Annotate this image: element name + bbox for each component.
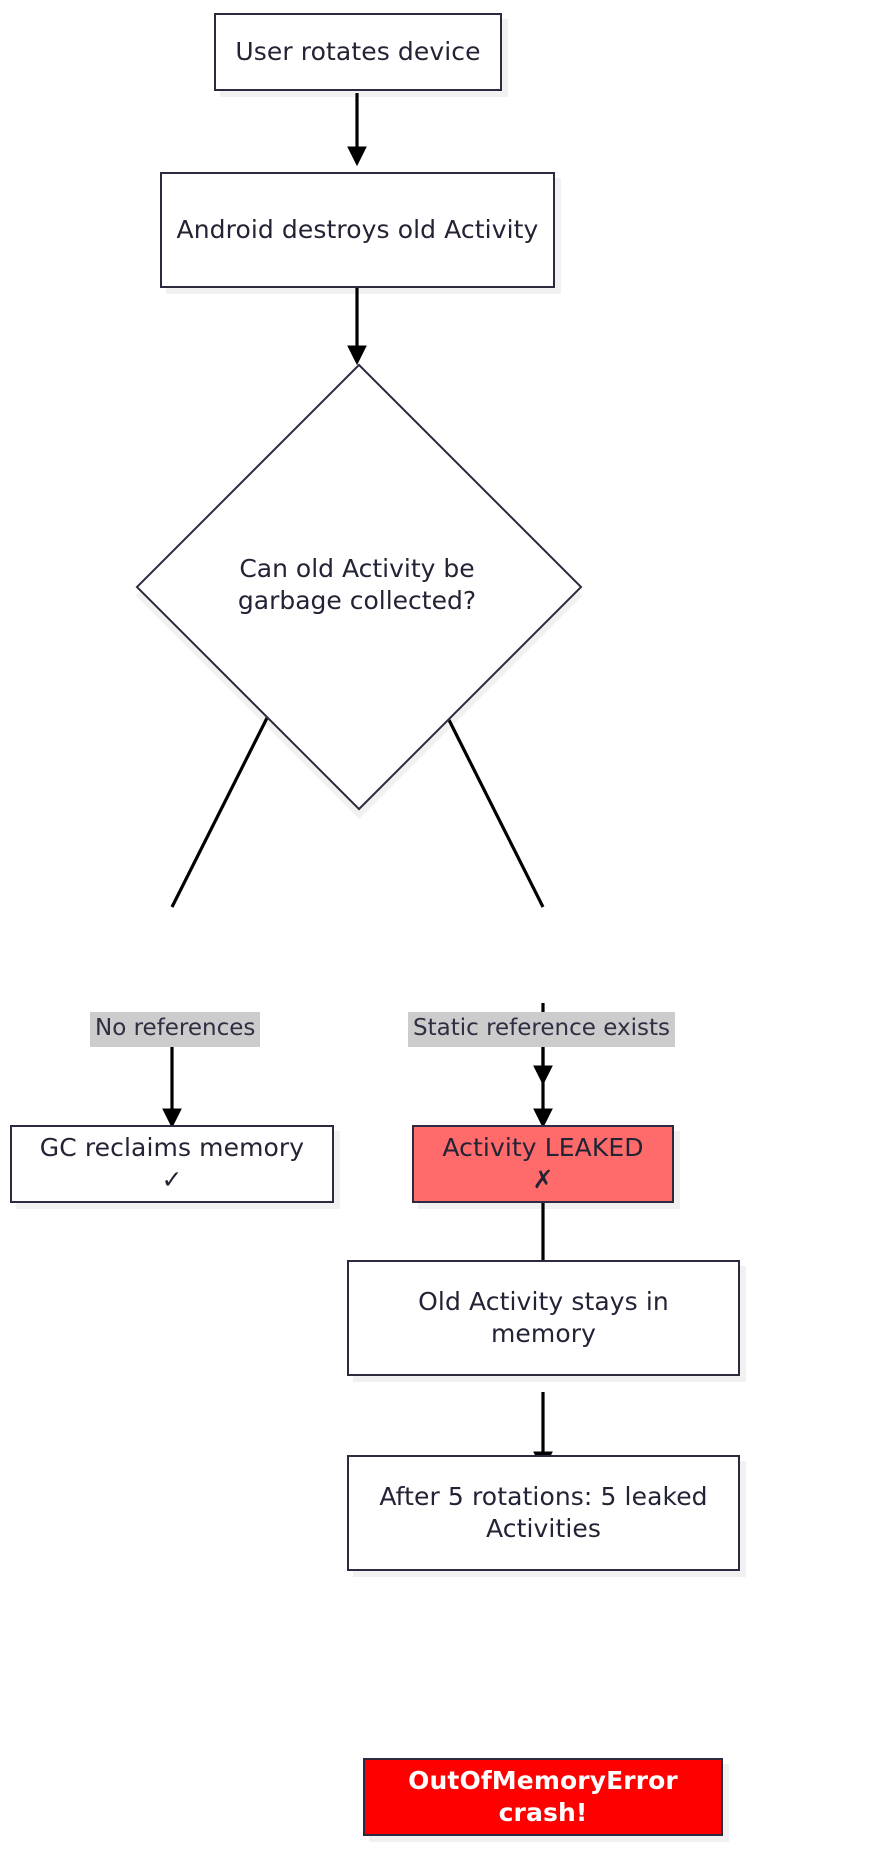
node-label: Can old Activity be garbage collected? — [237, 553, 477, 616]
node-label: OutOfMemoryError crash! — [408, 1765, 678, 1828]
node-android-destroys-old-activity[interactable]: Android destroys old Activity — [160, 172, 555, 288]
edge-label-text: Static reference exists — [413, 1015, 670, 1041]
node-label: Activity LEAKED ✗ — [442, 1132, 644, 1195]
node-old-activity-stays-in-memory[interactable]: Old Activity stays in memory — [347, 1260, 740, 1376]
node-gc-reclaims-memory[interactable]: GC reclaims memory ✓ — [10, 1125, 334, 1203]
node-activity-leaked[interactable]: Activity LEAKED ✗ — [412, 1125, 674, 1203]
node-after-5-rotations[interactable]: After 5 rotations: 5 leaked Activities — [347, 1455, 740, 1571]
edge-label-text: No references — [95, 1015, 256, 1041]
node-label: Android destroys old Activity — [176, 214, 539, 244]
node-label: GC reclaims memory ✓ — [39, 1132, 305, 1195]
node-label: User rotates device — [235, 36, 481, 66]
node-label: Old Activity stays in memory — [418, 1286, 669, 1349]
node-outofmemoryerror-crash[interactable]: OutOfMemoryError crash! — [363, 1758, 723, 1836]
node-label: After 5 rotations: 5 leaked Activities — [379, 1481, 708, 1544]
node-user-rotates-device[interactable]: User rotates device — [214, 13, 502, 91]
edge-label-static-reference-exists: Static reference exists — [408, 1012, 675, 1047]
edge-label-no-references: No references — [90, 1012, 261, 1047]
node-can-old-activity-be-garbage-collected[interactable]: Can old Activity be garbage collected? — [135, 363, 583, 811]
